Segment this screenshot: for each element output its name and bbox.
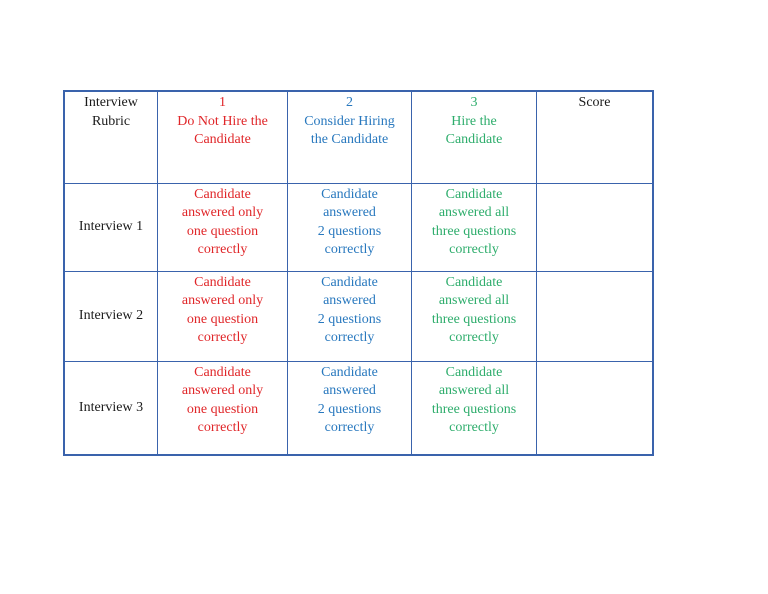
row-label: Interview 3 [78, 399, 144, 415]
rating-number-1: 1 [219, 95, 226, 110]
row-label: Interview 2 [78, 307, 144, 323]
row-label: Interview 1 [78, 218, 144, 234]
score-header-label: Score [578, 95, 611, 110]
interview-rubric-table: Interview Rubric 1 Do Not Hire the Candi… [63, 90, 654, 456]
score-cell [536, 270, 654, 362]
criteria-text-red: Candidate answered only one question cor… [181, 186, 264, 258]
criteria-text-blue: Candidate answered 2 questions correctly [317, 364, 382, 436]
criteria-cell-blue: Candidate answered 2 questions correctly [287, 270, 412, 362]
header-cell-rubric: Interview Rubric [63, 90, 158, 184]
score-cell [536, 360, 654, 456]
row-label-cell: Interview 1 [63, 182, 158, 272]
rating-title-do-not-hire: Do Not Hire the Candidate [177, 113, 268, 148]
rubric-title: Interview Rubric [84, 95, 138, 129]
header-cell-consider-hiring: 2 Consider Hiring the Candidate [287, 90, 412, 184]
criteria-text-blue: Candidate answered 2 questions correctly [317, 274, 382, 346]
rating-title-hire: Hire the Candidate [445, 113, 503, 148]
score-cell [536, 182, 654, 272]
criteria-text-green: Candidate answered all three questions c… [431, 274, 517, 346]
header-cell-score: Score [536, 90, 654, 184]
criteria-cell-green: Candidate answered all three questions c… [411, 182, 537, 272]
row-label-cell: Interview 3 [63, 360, 158, 456]
criteria-text-green: Candidate answered all three questions c… [431, 186, 517, 258]
criteria-cell-blue: Candidate answered 2 questions correctly [287, 360, 412, 456]
criteria-cell-red: Candidate answered only one question cor… [157, 270, 288, 362]
header-cell-do-not-hire: 1 Do Not Hire the Candidate [157, 90, 288, 184]
rating-title-consider-hiring: Consider Hiring the Candidate [304, 113, 395, 148]
table-row-interview-2: Interview 2 Candidate answered only one … [63, 270, 654, 362]
table-row-interview-3: Interview 3 Candidate answered only one … [63, 360, 654, 456]
criteria-text-red: Candidate answered only one question cor… [181, 364, 264, 436]
criteria-cell-blue: Candidate answered 2 questions correctly [287, 182, 412, 272]
criteria-cell-red: Candidate answered only one question cor… [157, 182, 288, 272]
header-cell-hire: 3 Hire the Candidate [411, 90, 537, 184]
criteria-cell-green: Candidate answered all three questions c… [411, 360, 537, 456]
criteria-text-blue: Candidate answered 2 questions correctly [317, 186, 382, 258]
criteria-cell-green: Candidate answered all three questions c… [411, 270, 537, 362]
table-row-interview-1: Interview 1 Candidate answered only one … [63, 182, 654, 272]
row-label-cell: Interview 2 [63, 270, 158, 362]
rating-number-2: 2 [346, 95, 353, 110]
criteria-text-red: Candidate answered only one question cor… [181, 274, 264, 346]
header-row: Interview Rubric 1 Do Not Hire the Candi… [63, 90, 654, 184]
criteria-text-green: Candidate answered all three questions c… [431, 364, 517, 436]
rating-number-3: 3 [470, 95, 478, 110]
criteria-cell-red: Candidate answered only one question cor… [157, 360, 288, 456]
